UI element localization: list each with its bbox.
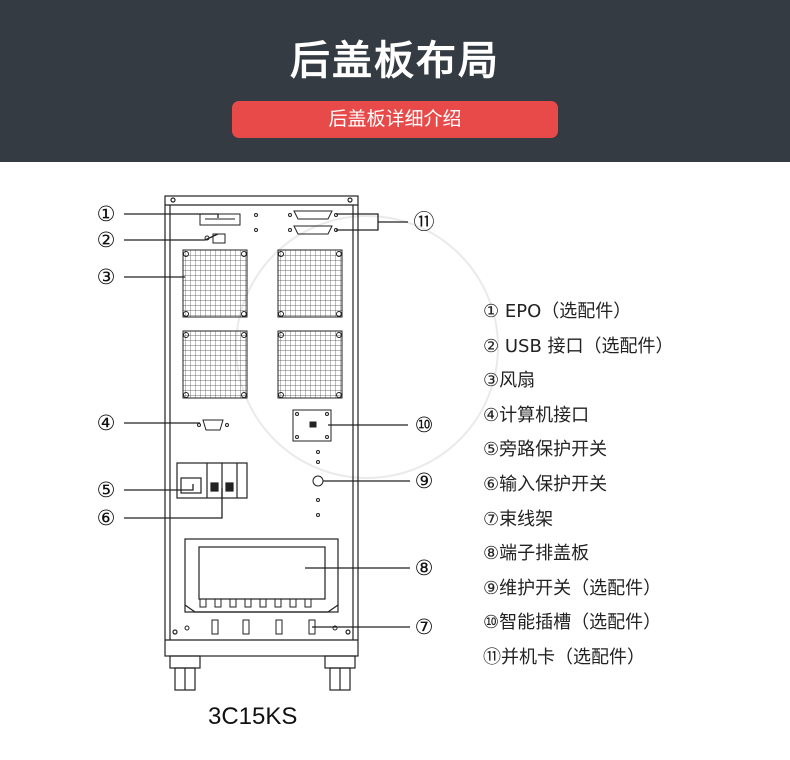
callout-7: ⑦ [415,615,434,639]
callout-3: ③ [97,265,116,289]
legend-item: ⑧端子排盖板 [483,543,590,565]
fan-grille [277,330,343,399]
legend-item: ⑦束线架 [483,508,554,530]
subtitle-pill: 后盖板详细介绍 [232,101,558,138]
fan-grille [182,249,248,318]
callout-9: ⑨ [415,469,434,493]
callout-10: ⑩ [415,413,434,437]
callout-5: ⑤ [97,478,116,502]
rear-panel-diagram: ① ② ③ ④ ⑤ ⑥ ⑦ ⑧ ⑨ ⑩ ⑪ [97,195,435,691]
legend-item: ① EPO（选配件） [483,301,632,322]
fan-grilles [182,249,343,399]
breaker-switches [176,462,248,499]
leader-lines [124,213,410,628]
legend-item: ② USB 接口（选配件） [483,335,674,357]
legend-item: ⑪并机卡（选配件） [483,646,645,668]
callout-11: ⑪ [414,210,435,234]
legend-item: ④计算机接口 [483,404,590,426]
legend-item: ⑩智能插槽（选配件） [483,612,662,634]
terminal-cover [184,538,339,613]
callout-4: ④ [97,411,116,435]
page-title: 后盖板布局 [290,38,500,84]
callout-2: ② [97,228,116,252]
legend-item: ③风扇 [483,370,536,392]
top-connectors [199,210,338,244]
callout-1: ① [97,202,116,226]
fan-grille [182,330,248,399]
legend-item: ⑤旁路保护开关 [483,439,608,461]
model-label: 3C15KS [208,703,298,730]
legend-item: ⑨维护开关（选配件） [483,577,662,599]
legend-item: ⑥输入保护开关 [483,473,608,495]
callout-labels: ① ② ③ ④ ⑤ ⑥ ⑦ ⑧ ⑨ ⑩ ⑪ [97,202,435,639]
casters [169,655,356,691]
fan-grille [277,249,343,318]
callout-6: ⑥ [97,506,116,530]
component-legend: ① EPO（选配件） ② USB 接口（选配件） ③风扇 ④计算机接口 ⑤旁路保… [483,300,674,681]
smart-slot [292,409,332,442]
maintenance-switch [312,450,324,517]
callout-8: ⑧ [415,556,434,580]
computer-port [197,419,229,431]
header-banner: 后盖板布局 后盖板详细介绍 [0,0,790,162]
